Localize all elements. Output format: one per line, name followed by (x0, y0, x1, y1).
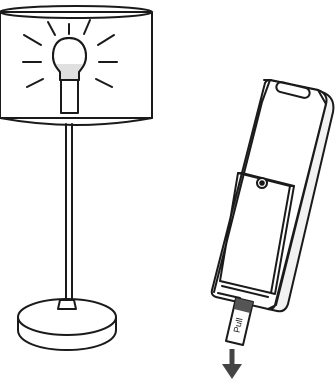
bulb-socket (60, 79, 79, 114)
screw-icon (256, 177, 268, 189)
pull-tab[interactable]: Pull (225, 297, 254, 346)
light-bulb (52, 37, 87, 114)
table-lamp (0, 5, 153, 351)
down-arrow-icon (222, 349, 242, 379)
lamp-base (17, 298, 117, 351)
pull-tab-label: Pull (232, 317, 245, 334)
bulb-base (55, 64, 84, 80)
light-rays (22, 19, 118, 88)
device-top-slot (275, 81, 311, 99)
remote-device (210, 79, 335, 313)
